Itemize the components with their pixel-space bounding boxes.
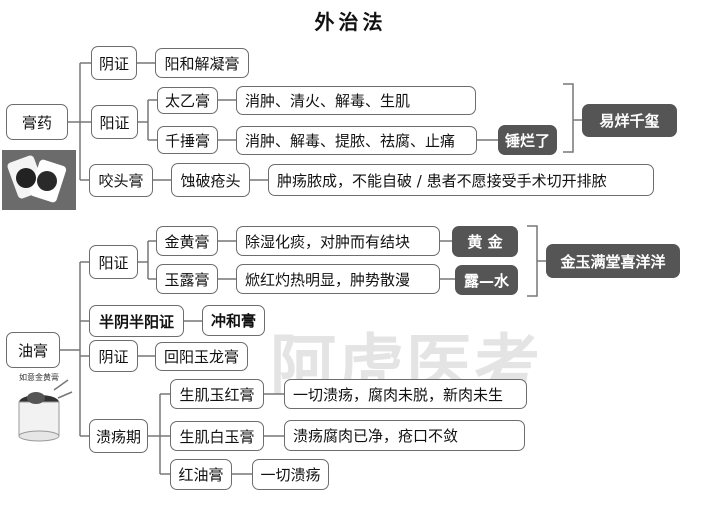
tag-chuilanle: 锤烂了 [498, 125, 557, 155]
jar-label: 如意金黄膏 [19, 373, 59, 382]
node-gaoyao: 膏药 [6, 104, 68, 140]
node-hongyougao: 红油膏 [170, 459, 232, 490]
node-yougao-yinzheng: 阴证 [89, 340, 138, 372]
mnemonic-yiyangqianxi: 易烊千玺 [582, 104, 677, 137]
node-shengjibaiyugao: 生肌白玉膏 [170, 421, 264, 451]
node-taiyigao: 太乙膏 [157, 87, 218, 114]
node-yougao-yangzheng: 阳证 [89, 245, 138, 279]
page-title: 外治法 [314, 10, 387, 34]
node-hongyougao-effect: 一切溃疡 [252, 459, 329, 490]
node-gaoyao-yangzheng: 阳证 [91, 105, 138, 139]
node-qianchuigao-effect: 消肿、解毒、提脓、祛腐、止痛 [236, 126, 477, 155]
node-qianchuigao: 千捶膏 [157, 126, 218, 154]
ointment-jar-image: 如意金黄膏 [2, 372, 76, 450]
tag-lushui: 露—水 [455, 265, 518, 295]
plaster-image [2, 150, 76, 210]
node-banyinbanyang: 半阴半阳证 [89, 305, 184, 337]
node-jinhuanggao: 金黄膏 [156, 226, 218, 256]
node-yougao: 油膏 [6, 332, 60, 368]
node-shipochuangtou: 蚀破疮头 [171, 163, 250, 197]
node-shengjibaiyugao-effect: 溃疡腐肉已净，疮口不敛 [284, 420, 525, 451]
node-yaotougao: 咬头膏 [89, 164, 153, 197]
node-huiyangyulonggao: 回阳玉龙膏 [155, 342, 248, 371]
node-yaotougao-indication: 肿疡脓成，不能自破 / 患者不愿接受手术切开排脓 [268, 164, 654, 196]
node-chonghegao: 冲和膏 [202, 305, 265, 336]
node-yulugao-effect: 焮红灼热明显，肿势散漫 [236, 264, 440, 294]
node-yanghejieninggao: 阳和解凝膏 [155, 48, 249, 78]
node-yulugao: 玉露膏 [156, 264, 218, 294]
node-shengjiyuhonggao: 生肌玉红膏 [170, 379, 264, 409]
node-kuiyangqi: 溃疡期 [89, 419, 148, 453]
node-shengjiyuhonggao-effect: 一切溃疡，腐肉未脱，新肉未生 [284, 379, 527, 409]
mnemonic-jinyumantang: 金玉满堂喜洋洋 [546, 244, 680, 278]
tag-huangjin: 黄 金 [452, 226, 518, 257]
node-jinhuanggao-effect: 除湿化痰，对肿而有结块 [236, 226, 440, 256]
node-taiyigao-effect: 消肿、清火、解毒、生肌 [236, 86, 476, 115]
node-gaoyao-yinzheng: 阴证 [91, 46, 137, 80]
